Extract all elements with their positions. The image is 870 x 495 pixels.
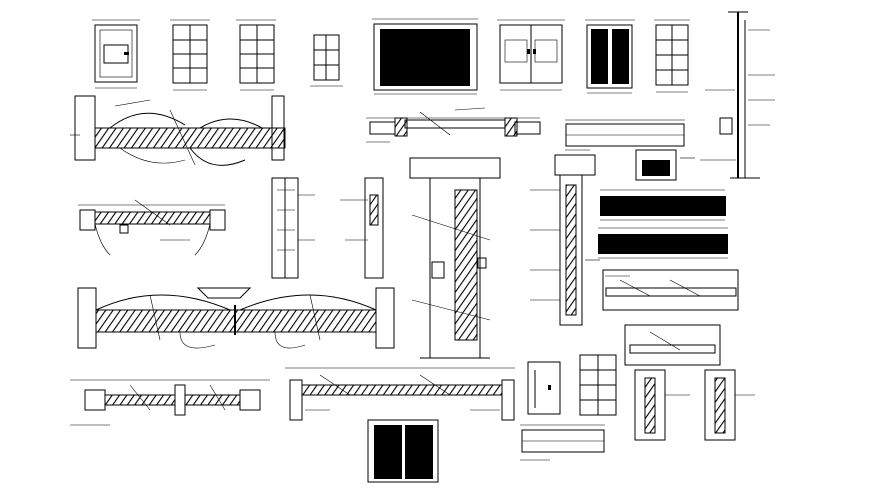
horizontal-section-strip-4 bbox=[602, 269, 739, 311]
door-plan-section-2 bbox=[78, 199, 226, 256]
door-elevation-bottom-solid bbox=[367, 419, 439, 483]
door-elevation-6 bbox=[497, 19, 565, 91]
door-elevation-5 bbox=[372, 18, 478, 95]
door-elevation-4 bbox=[310, 34, 343, 87]
vertical-wall-section-top-right bbox=[700, 11, 775, 179]
door-elevation-bottom-2 bbox=[579, 354, 617, 416]
jamb-detail-bottom-left bbox=[70, 379, 270, 426]
door-plan-section-3 bbox=[77, 287, 395, 349]
horizontal-section-strip-2 bbox=[600, 189, 726, 221]
door-elevation-1 bbox=[92, 19, 140, 89]
section-bottom-center bbox=[285, 367, 515, 421]
door-elevation-3 bbox=[236, 19, 276, 91]
jamb-section-right bbox=[624, 324, 755, 441]
horizontal-section-strip-1 bbox=[565, 119, 685, 151]
vertical-section-a bbox=[271, 177, 315, 279]
vertical-section-c bbox=[530, 154, 600, 326]
horizontal-section-strip-3 bbox=[598, 227, 728, 259]
door-elevation-2 bbox=[170, 19, 210, 91]
door-elevation-8 bbox=[654, 19, 690, 93]
door-plan-section-1 bbox=[70, 95, 286, 166]
door-elevation-7 bbox=[585, 19, 635, 94]
door-elevation-bottom-1 bbox=[527, 361, 561, 415]
tall-door-section bbox=[409, 157, 501, 359]
threshold-detail bbox=[366, 107, 541, 143]
horizontal-section-bottom bbox=[520, 424, 605, 461]
vertical-section-b bbox=[340, 177, 384, 279]
door-elevation-row bbox=[92, 18, 690, 95]
horizontal-section-small bbox=[635, 149, 695, 181]
